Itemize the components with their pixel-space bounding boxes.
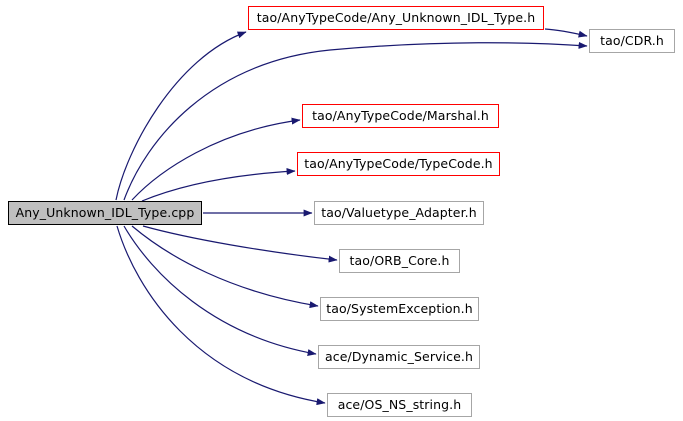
node-ace-os-ns-string-h[interactable]: ace/OS_NS_string.h <box>327 393 472 417</box>
node-tao-systemexception-h[interactable]: tao/SystemException.h <box>320 297 479 321</box>
node-ace-dynamic-service-h[interactable]: ace/Dynamic_Service.h <box>318 345 480 369</box>
node-tao-anytypecode-marshal-h[interactable]: tao/AnyTypeCode/Marshal.h <box>302 104 499 128</box>
node-tao-valuetype-adapter-h[interactable]: tao/Valuetype_Adapter.h <box>314 201 484 225</box>
node-tao-anytypecode-any-unknown-idl-type-h[interactable]: tao/AnyTypeCode/Any_Unknown_IDL_Type.h <box>248 6 544 30</box>
node-label: Any_Unknown_IDL_Type.cpp <box>15 204 195 220</box>
edge-root-to-marshal-h <box>131 117 301 201</box>
node-label: tao/CDR.h <box>600 32 664 48</box>
node-label: tao/AnyTypeCode/Any_Unknown_IDL_Type.h <box>256 9 536 25</box>
edge-root-to-system-exception-h <box>131 225 319 309</box>
edge-any-unknown-idl-type-h-to-cdr-h <box>544 28 588 38</box>
node-tao-anytypecode-typecode-h[interactable]: tao/AnyTypeCode/TypeCode.h <box>297 152 500 176</box>
edge-root-to-orb-core-h <box>142 225 338 263</box>
node-label: ace/OS_NS_string.h <box>337 396 462 412</box>
node-tao-cdr-h[interactable]: tao/CDR.h <box>589 29 675 53</box>
edge-root-to-os-ns-string-h <box>116 225 326 406</box>
node-label: tao/SystemException.h <box>326 300 473 316</box>
node-label: tao/ORB_Core.h <box>349 252 450 268</box>
node-label: tao/AnyTypeCode/TypeCode.h <box>304 155 493 171</box>
edge-root-to-any-unknown-idl-type-h <box>115 31 247 201</box>
edge-root-to-typecode-h <box>141 167 296 202</box>
edge-root-to-dynamic-service-h <box>123 225 317 356</box>
node-any-unknown-idl-type-cpp[interactable]: Any_Unknown_IDL_Type.cpp <box>8 201 202 225</box>
edge-root-to-cdr-h <box>123 41 588 201</box>
node-label: tao/AnyTypeCode/Marshal.h <box>312 107 489 123</box>
node-label: tao/Valuetype_Adapter.h <box>321 204 477 220</box>
node-label: ace/Dynamic_Service.h <box>324 348 473 364</box>
node-tao-orb-core-h[interactable]: tao/ORB_Core.h <box>339 249 460 273</box>
